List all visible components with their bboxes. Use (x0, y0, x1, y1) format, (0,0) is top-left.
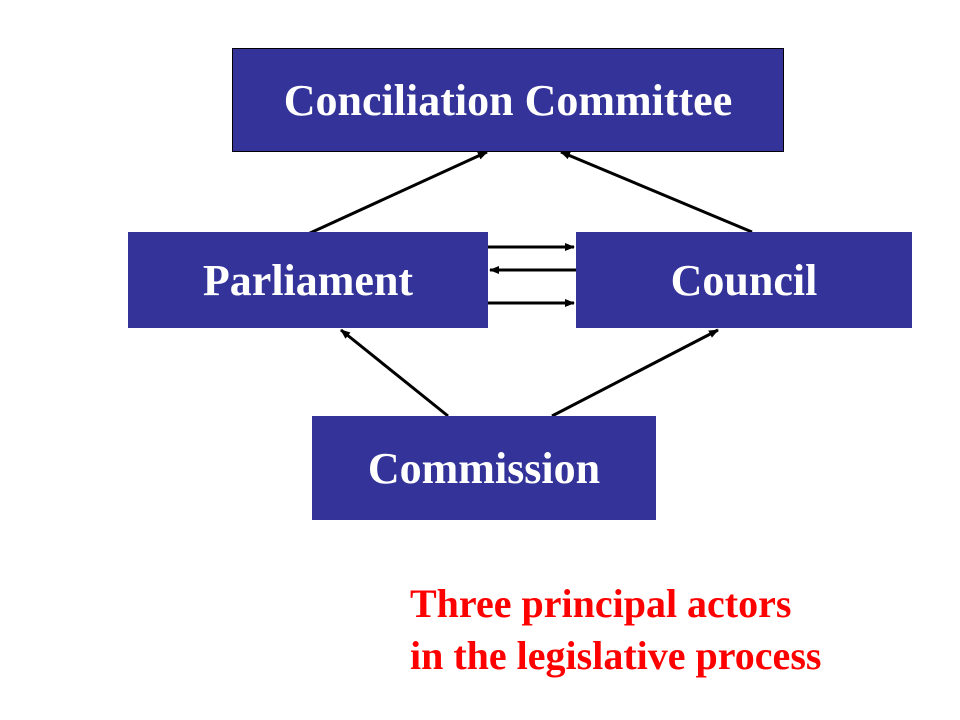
arrow-commission-to-parliament (340, 328, 449, 418)
node-label-conciliation-committee: Conciliation Committee (283, 75, 733, 125)
node-label-council: Council (670, 255, 818, 305)
node-conciliation-committee: Conciliation Committee (232, 48, 784, 152)
node-label-parliament: Parliament (202, 255, 414, 305)
node-commission: Commission (312, 416, 656, 520)
node-parliament: Parliament (128, 232, 488, 328)
arrow-commission-to-council (551, 328, 719, 418)
node-council: Council (576, 232, 912, 328)
caption: Three principal actors in the legislativ… (410, 578, 821, 682)
arrow-parliament-to-conciliation (296, 150, 488, 241)
caption-line-2: in the legislative process (410, 633, 822, 678)
node-label-commission: Commission (367, 443, 601, 493)
arrow-council-to-conciliation (560, 150, 753, 234)
caption-line-1: Three principal actors (410, 581, 792, 626)
